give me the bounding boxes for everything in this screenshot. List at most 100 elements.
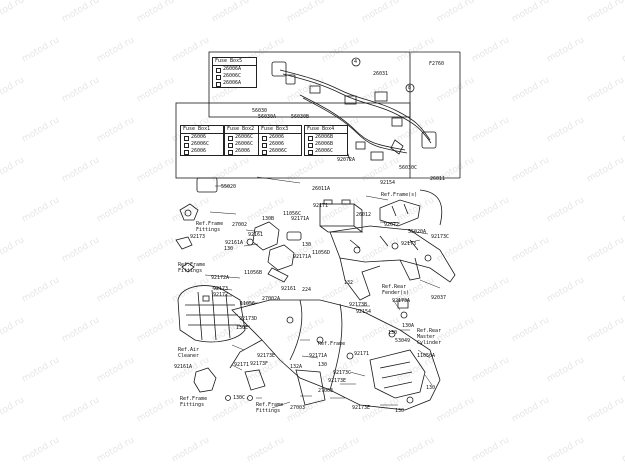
callout-label: 56030 bbox=[252, 108, 268, 114]
callout-label: 56030A bbox=[258, 114, 277, 120]
air-cleaner-cover bbox=[177, 285, 246, 343]
callout-label: 26012 bbox=[356, 212, 372, 218]
callout-label: 27002 bbox=[232, 222, 248, 228]
callout-label: Ref.Frame bbox=[318, 341, 346, 347]
callout-label: 55020 bbox=[221, 184, 237, 190]
callout-label: 92161A bbox=[174, 364, 193, 370]
callout-label: 26011A bbox=[312, 186, 331, 192]
main-frame bbox=[229, 299, 441, 411]
callout-label: 11056B bbox=[244, 270, 263, 276]
callout-label: 11056A bbox=[417, 353, 436, 359]
callout-label: 8 bbox=[408, 85, 412, 91]
callout-label: Ref.Air Cleaner bbox=[178, 347, 200, 359]
callout-label: 27003 bbox=[318, 388, 334, 394]
callout-label: Ref.Frame(s) bbox=[381, 192, 418, 198]
callout-label: 130C bbox=[233, 395, 246, 401]
fuse-part-number: 26006A bbox=[213, 80, 256, 87]
fuse-box-title: Fuse Box5 bbox=[213, 58, 256, 66]
callout-label: 130 bbox=[388, 330, 398, 336]
callout-label: 92173 bbox=[213, 286, 229, 292]
fuse-box-3: Fuse Box3 26006 26006 26006C bbox=[258, 125, 302, 156]
callout-label: 132A bbox=[290, 364, 303, 370]
callout-label: 92171 bbox=[234, 362, 250, 368]
callout-label: Ref.Frame Fittings bbox=[196, 221, 224, 233]
callout-label: Ref.Frame Fittings bbox=[178, 262, 206, 274]
fuse-part-number: 26006C bbox=[225, 134, 267, 141]
fuse-part-number: 26006 bbox=[259, 134, 301, 141]
callout-label: 92172A bbox=[211, 275, 230, 281]
diagram-code: F2760 bbox=[429, 61, 445, 67]
callout-label: 56030C bbox=[399, 165, 418, 171]
callout-label: 26031 bbox=[373, 71, 389, 77]
battery bbox=[319, 199, 364, 233]
callout-label: 92037 bbox=[431, 295, 447, 301]
fuse-box-5: Fuse Box5 26006A 26006C 26006A bbox=[212, 57, 257, 88]
fuse-part-number: 26006A bbox=[213, 66, 256, 73]
fuse-part-number: 26006C bbox=[305, 148, 347, 155]
callout-label: 92173B bbox=[349, 302, 368, 308]
callout-label: 92072A bbox=[337, 157, 356, 163]
callout-label: 92173D bbox=[239, 316, 258, 322]
callout-label: 92161 bbox=[281, 286, 297, 292]
callout-label: 130B bbox=[262, 216, 275, 222]
callout-label: 26011 bbox=[430, 176, 446, 182]
callout-label: 55020A bbox=[408, 229, 427, 235]
fuse-part-number: 26006 bbox=[259, 141, 301, 148]
callout-label: 92154 bbox=[356, 309, 372, 315]
fuse-box-title: Fuse Box4 bbox=[305, 126, 347, 134]
fuse-box-title: Fuse Box1 bbox=[181, 126, 223, 134]
callout-label: 92173C bbox=[431, 234, 450, 240]
callout-label: 56030B bbox=[291, 114, 310, 120]
callout-label: 92173F bbox=[250, 361, 269, 367]
callout-label: 27003 bbox=[290, 405, 306, 411]
callout-label: 92172 bbox=[213, 292, 229, 298]
fuse-box-title: Fuse Box3 bbox=[259, 126, 301, 134]
callout-label: 92173 bbox=[401, 241, 417, 247]
fuse-section-box bbox=[175, 102, 411, 179]
callout-label: 224 bbox=[302, 287, 312, 293]
callout-label: Ref.Rear Fender(s) bbox=[382, 284, 410, 296]
callout-label: Ref.Rear Master Cylinder bbox=[417, 328, 442, 346]
fuse-part-number: 26006 bbox=[181, 134, 223, 141]
callout-label: 130A bbox=[402, 323, 415, 329]
callout-label: 92171 bbox=[313, 203, 329, 209]
callout-label: 92173A bbox=[392, 298, 411, 304]
fuse-part-number: 26006C bbox=[225, 141, 267, 148]
callout-label: 92154 bbox=[380, 180, 396, 186]
harness-group-box bbox=[208, 51, 411, 118]
fuse-part-number: 26006C bbox=[259, 148, 301, 155]
callout-label: 92072 bbox=[384, 222, 400, 228]
fuse-box-title: Fuse Box2 bbox=[225, 126, 267, 134]
top-right-bracket bbox=[379, 189, 443, 227]
callout-label: 92173E bbox=[257, 353, 276, 359]
fuse-part-number: 26006C bbox=[181, 141, 223, 148]
callout-label: 132 bbox=[344, 280, 354, 286]
fuse-box-4: Fuse Box4 26006B 26006B 26006C bbox=[304, 125, 348, 156]
callout-label: 92171A bbox=[309, 353, 328, 359]
rear-master-cylinder-parts bbox=[388, 299, 409, 338]
callout-label: 27002A bbox=[262, 296, 281, 302]
connector-group-left bbox=[175, 177, 218, 273]
callout-label: Ref.Frame Fittings bbox=[256, 402, 284, 414]
callout-label: 4 bbox=[354, 59, 358, 65]
callout-label: 130 bbox=[395, 408, 405, 414]
fuse-part-number: 26006B bbox=[305, 141, 347, 148]
callout-label: 130 bbox=[224, 246, 234, 252]
callout-label: 92173E bbox=[352, 405, 371, 411]
callout-label: Ref.Frame Fittings bbox=[180, 396, 208, 408]
fuse-part-number: 26006C bbox=[213, 73, 256, 80]
callout-label: 11056D bbox=[312, 250, 331, 256]
callout-label: 92161A bbox=[225, 240, 244, 246]
callout-label: 92173 bbox=[190, 234, 206, 240]
callout-label: 92173E bbox=[328, 378, 347, 384]
leader-lines bbox=[204, 176, 441, 409]
callout-label: 92171A bbox=[293, 254, 312, 260]
callout-label: 11056 bbox=[240, 301, 256, 307]
lower-left-fittings bbox=[193, 367, 266, 401]
callout-label: 11056C bbox=[283, 211, 302, 217]
callout-label: 53049 bbox=[395, 338, 411, 344]
fuse-part-number: 26006 bbox=[181, 148, 223, 155]
callout-label: 130 bbox=[302, 242, 312, 248]
